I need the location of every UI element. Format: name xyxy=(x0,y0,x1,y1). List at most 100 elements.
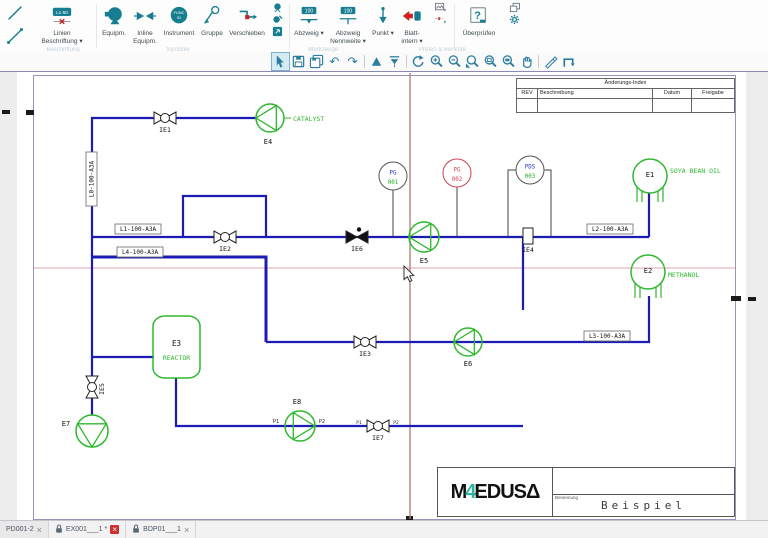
tri-up-tool-button[interactable] xyxy=(368,53,385,70)
undo-tool-button[interactable]: ↶ xyxy=(326,53,343,70)
tri-fit-tool-button[interactable] xyxy=(386,53,403,70)
cascade-icon[interactable] xyxy=(503,2,525,13)
ribbon-ueberpruefen-button[interactable]: ?Überprüfen xyxy=(457,0,501,52)
gear-icon[interactable] xyxy=(503,14,525,25)
line-label-box[interactable] xyxy=(85,151,98,207)
pump-e8[interactable] xyxy=(284,410,317,442)
svg-text:100: 100 xyxy=(344,9,353,15)
mini-dashes-icon[interactable]: ▾ xyxy=(430,14,450,25)
ribbon-punkt-button[interactable]: Punkt ▾ xyxy=(370,0,396,52)
drawing-text: L1-100-A3A xyxy=(120,226,157,233)
valve-ie7[interactable] xyxy=(366,419,390,433)
ribbon-label: Abzweig ▾ xyxy=(294,30,324,37)
svg-text:1: 1 xyxy=(8,50,12,53)
valve-ie2[interactable] xyxy=(213,230,237,244)
mouse-cursor xyxy=(403,264,415,283)
zoom-fit-tool-button[interactable] xyxy=(500,53,517,70)
route-tool-button[interactable] xyxy=(560,53,577,70)
instrument-pds-003[interactable] xyxy=(515,155,545,185)
save-tool-button[interactable] xyxy=(290,53,307,70)
refresh-tool-button[interactable] xyxy=(410,53,427,70)
drawing-title: Beispiel xyxy=(601,499,686,512)
pan-tool-button[interactable] xyxy=(518,53,535,70)
mini-pump2-icon[interactable] xyxy=(269,14,285,25)
fold-mark xyxy=(731,296,741,301)
mini-image-icon[interactable]: ▾ xyxy=(430,2,450,13)
document-tab-2[interactable]: EX001___1 *× xyxy=(48,521,127,538)
drawing-text: IE2 xyxy=(219,245,231,253)
line-nodes-icon[interactable] xyxy=(2,25,28,47)
tab-close-icon[interactable]: × xyxy=(36,524,42,535)
drawing-text: 002 xyxy=(452,177,462,183)
pipe[interactable] xyxy=(174,378,523,428)
line-label-box[interactable] xyxy=(586,223,634,235)
ribbon-inline-equipment-button[interactable]: Inline Equipm. xyxy=(129,0,161,52)
pen-tool-button[interactable] xyxy=(542,53,559,70)
drawing-text: CATALYST xyxy=(293,115,324,123)
mini-dialog-icon[interactable] xyxy=(269,26,285,37)
ribbon-blatt-intern-button[interactable]: Blatt- intern ▾ xyxy=(396,0,428,52)
svg-text:▾: ▾ xyxy=(443,8,445,13)
revision-empty-row xyxy=(517,99,734,112)
line-plain-icon[interactable] xyxy=(2,2,28,24)
select-tool-button[interactable] xyxy=(271,52,290,71)
instrument-pg-001[interactable] xyxy=(378,161,408,191)
zoom-out-tool-button[interactable] xyxy=(446,53,463,70)
inline-component-ie4[interactable] xyxy=(522,227,534,245)
ribbon-label: Abzweig Nennweite ▾ xyxy=(330,30,366,45)
drawing-text: METHANOL xyxy=(668,271,699,279)
instrument-pg-002[interactable] xyxy=(442,158,472,188)
ribbon-verschieben-button[interactable]: Verschieben xyxy=(227,0,267,52)
tab-close-icon[interactable]: × xyxy=(183,524,190,535)
save-multi-tool-button[interactable] xyxy=(308,53,325,70)
svg-text:ID: ID xyxy=(177,16,181,20)
drawing-text: REACTOR xyxy=(163,354,190,362)
line-label-box[interactable] xyxy=(583,330,631,342)
pipe[interactable] xyxy=(181,194,268,237)
redo-tool-button[interactable]: ↷ xyxy=(344,53,361,70)
drawing-text: 003 xyxy=(525,174,536,180)
valve-ie3[interactable] xyxy=(353,335,377,349)
drawing-text: IE6 xyxy=(351,245,363,253)
fraction-icon[interactable]: 11▾ xyxy=(2,48,28,53)
pump-e6[interactable] xyxy=(452,327,483,357)
vessel-e2[interactable] xyxy=(630,254,666,298)
valve-ie5[interactable] xyxy=(85,375,99,399)
valve-ie1[interactable] xyxy=(153,111,177,125)
zoom-prev-tool-button[interactable] xyxy=(464,53,481,70)
document-tab-3[interactable]: BDP01___1× xyxy=(126,521,197,538)
zoom-in-tool-button[interactable] xyxy=(428,53,445,70)
drawing-text: E8 xyxy=(293,398,301,406)
ribbon-equipment-mini xyxy=(267,0,287,52)
ribbon-equipment-button[interactable]: Equipm. xyxy=(99,0,129,52)
drawing-text: P1 xyxy=(356,420,362,426)
mini-pump-icon[interactable] xyxy=(269,2,285,13)
vessel-e1[interactable] xyxy=(632,158,668,202)
canvas-toolbar: ↶↷ xyxy=(0,52,768,72)
pid-drawing[interactable]: L1-100-A3AL4-100-A3AL2-100-A3AL3-100-A3A… xyxy=(0,72,768,520)
zoom-sel-tool-button[interactable] xyxy=(482,53,499,70)
drawing-text: E6 xyxy=(464,360,472,368)
pipe[interactable] xyxy=(266,296,651,344)
tab-close-icon[interactable]: × xyxy=(110,525,120,534)
valve-ie6[interactable] xyxy=(345,227,369,244)
line-label-box[interactable] xyxy=(116,246,164,258)
drawing-text: L3-100-A3A xyxy=(589,333,626,340)
drawing-text: IE4 xyxy=(522,246,534,254)
drawing-text: P2 xyxy=(393,420,399,426)
svg-text:FUNC: FUNC xyxy=(174,11,185,15)
document-tab-1[interactable]: PD001-2× xyxy=(0,521,49,538)
pump-e5[interactable] xyxy=(407,221,440,253)
ribbon-gruppe-button[interactable]: Gruppe xyxy=(197,0,227,52)
pipe[interactable] xyxy=(90,116,256,257)
pump-e7[interactable] xyxy=(75,414,109,449)
canvas-background xyxy=(0,72,768,520)
reactor-e3[interactable] xyxy=(152,315,201,379)
line-label-box[interactable] xyxy=(114,223,162,235)
